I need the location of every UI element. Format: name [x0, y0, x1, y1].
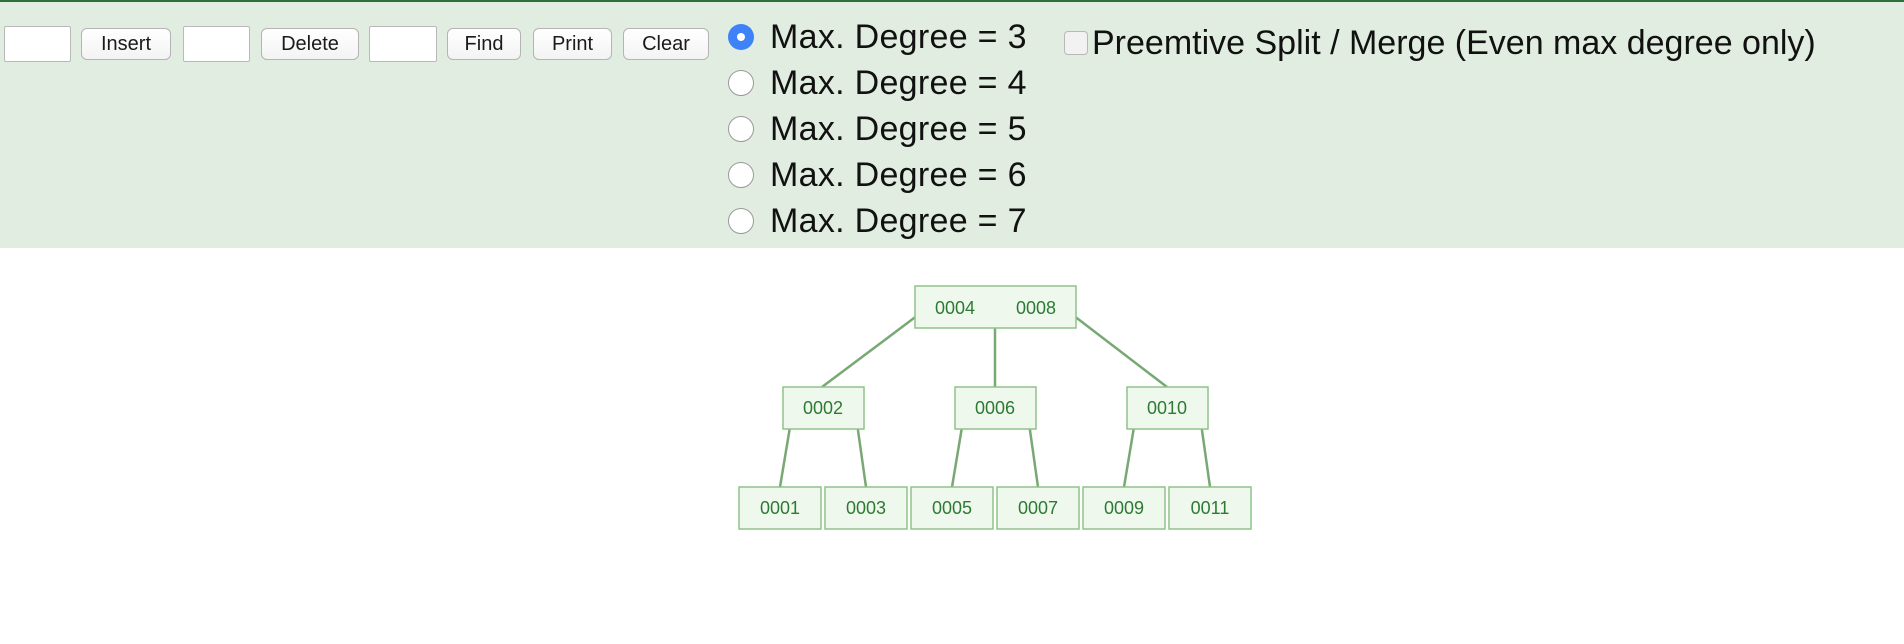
- tree-node: 0002: [782, 386, 865, 430]
- delete-button[interactable]: Delete: [261, 28, 359, 60]
- tree-leaf: 0009: [1082, 486, 1166, 530]
- tree-node-root: 0004 0008: [914, 285, 1077, 329]
- delete-input[interactable]: [183, 26, 250, 62]
- node-key: 0003: [846, 498, 886, 518]
- find-button[interactable]: Find: [447, 28, 521, 60]
- preemptive-checkbox[interactable]: [1064, 31, 1088, 55]
- btree-canvas: 0004 0008 0002 0006 0010 0001 0003 0005 …: [738, 285, 1252, 530]
- degree-option-label: Max. Degree = 4: [770, 63, 1027, 102]
- radio-button[interactable]: [728, 208, 754, 234]
- node-key: 0010: [1147, 398, 1187, 418]
- radio-button[interactable]: [728, 70, 754, 96]
- insert-input[interactable]: [4, 26, 71, 62]
- node-key: 0001: [760, 498, 800, 518]
- node-key: 0009: [1104, 498, 1144, 518]
- clear-button[interactable]: Clear: [623, 28, 709, 60]
- tree-node: 0010: [1126, 386, 1209, 430]
- degree-option-3[interactable]: Max. Degree = 3: [728, 17, 1027, 57]
- tree-leaf: 0007: [996, 486, 1080, 530]
- node-key: 0002: [803, 398, 843, 418]
- tree-leaf: 0005: [910, 486, 994, 530]
- node-key: 0006: [975, 398, 1015, 418]
- edge-root-to-0010: [1064, 308, 1168, 388]
- print-button[interactable]: Print: [533, 28, 612, 60]
- edge-root-to-0002: [821, 308, 927, 388]
- tree-leaf: 0011: [1168, 486, 1252, 530]
- degree-option-6[interactable]: Max. Degree = 6: [728, 155, 1027, 195]
- degree-option-4[interactable]: Max. Degree = 4: [728, 63, 1027, 103]
- tree-leaf: 0001: [738, 486, 822, 530]
- degree-option-label: Max. Degree = 3: [770, 17, 1027, 56]
- insert-button[interactable]: Insert: [81, 28, 171, 60]
- node-key: 0005: [932, 498, 972, 518]
- degree-option-label: Max. Degree = 7: [770, 201, 1027, 240]
- node-key: 0007: [1018, 498, 1058, 518]
- degree-option-label: Max. Degree = 6: [770, 155, 1027, 194]
- radio-button[interactable]: [728, 24, 754, 50]
- degree-option-label: Max. Degree = 5: [770, 109, 1027, 148]
- control-panel: Insert Delete Find Print Clear Max. Degr…: [0, 2, 1904, 248]
- node-key: 0011: [1191, 498, 1230, 518]
- degree-option-5[interactable]: Max. Degree = 5: [728, 109, 1027, 149]
- top-border: [0, 0, 1904, 2]
- radio-button[interactable]: [728, 162, 754, 188]
- node-key: 0004: [935, 298, 975, 318]
- radio-button[interactable]: [728, 116, 754, 142]
- preemptive-split-option[interactable]: Preemtive Split / Merge (Even max degree…: [1064, 22, 1816, 64]
- tree-node: 0006: [954, 386, 1037, 430]
- tree-leaf: 0003: [824, 486, 908, 530]
- node-key: 0008: [1016, 298, 1056, 318]
- degree-option-7[interactable]: Max. Degree = 7: [728, 201, 1027, 241]
- preemptive-label: Preemtive Split / Merge (Even max degree…: [1092, 23, 1816, 62]
- find-input[interactable]: [369, 26, 437, 62]
